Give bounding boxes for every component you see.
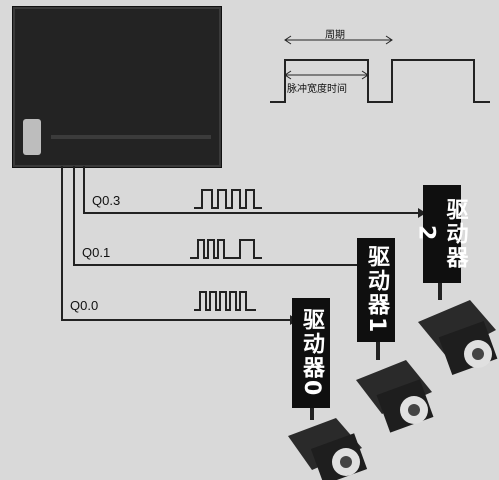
driver-2: 驱动器2 [423, 185, 461, 283]
pulse-train-q03 [194, 190, 262, 208]
pulse-train-q00 [194, 292, 256, 310]
motor-2 [418, 270, 497, 375]
motor-0 [288, 396, 367, 480]
pulse-train-q01 [190, 240, 262, 258]
motor-1 [356, 330, 433, 433]
signal-label-q01: Q0.1 [82, 245, 110, 260]
period-label: 周期 [325, 26, 345, 41]
driver-1: 驱动器1 [357, 238, 395, 342]
signal-label-q03: Q0.3 [92, 193, 120, 208]
signal-label-q00: Q0.0 [70, 298, 98, 313]
pulse-width-label: 脉冲宽度时间 [287, 80, 347, 95]
driver-0: 驱动器0 [292, 298, 330, 408]
